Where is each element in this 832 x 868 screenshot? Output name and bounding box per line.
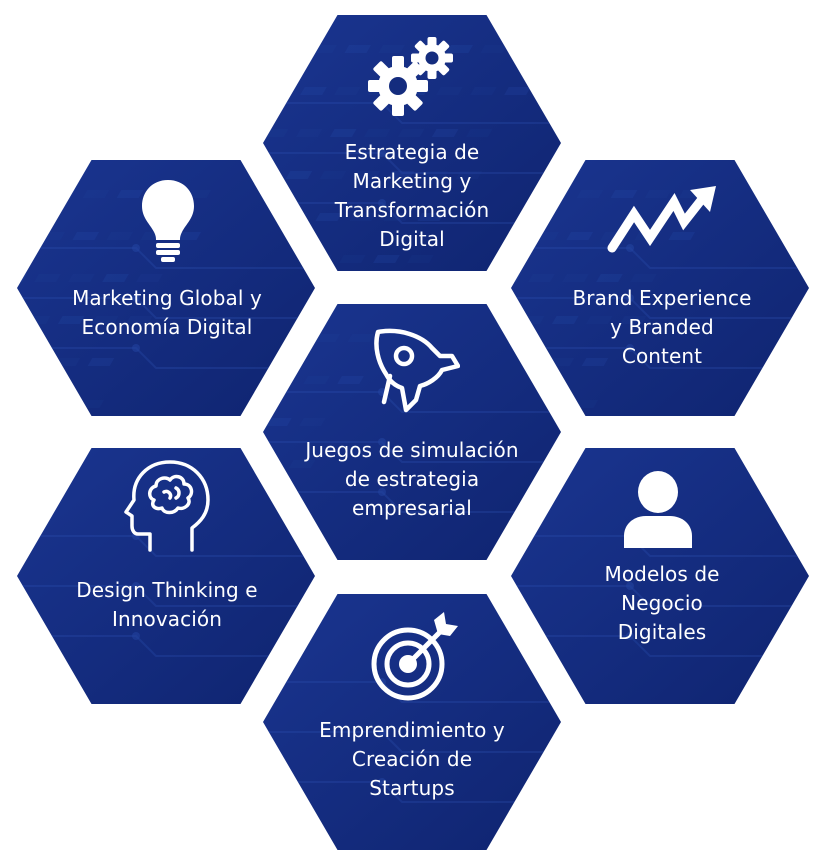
hexagon-upper-left [17, 160, 315, 416]
hexagon-shape-lower-right [511, 448, 809, 704]
trend-arrow-icon [607, 186, 716, 253]
hexagon-shape-bottom [263, 594, 561, 850]
target-icon [371, 612, 458, 701]
hexagon-shape-top [263, 15, 561, 271]
gears-icon [368, 37, 453, 116]
user-icon [624, 471, 692, 548]
lightbulb-icon [142, 180, 194, 262]
hexagon-shape-upper-left [17, 160, 315, 416]
hexagon-shape-center [263, 304, 561, 560]
hexagon-lower-left [17, 448, 315, 704]
rocket-icon [374, 328, 460, 413]
brain-head-icon [124, 460, 210, 552]
circuit-pattern [17, 478, 315, 657]
hexagon-shape-lower-left [17, 448, 315, 704]
hexagon-shape-upper-right [511, 160, 809, 416]
